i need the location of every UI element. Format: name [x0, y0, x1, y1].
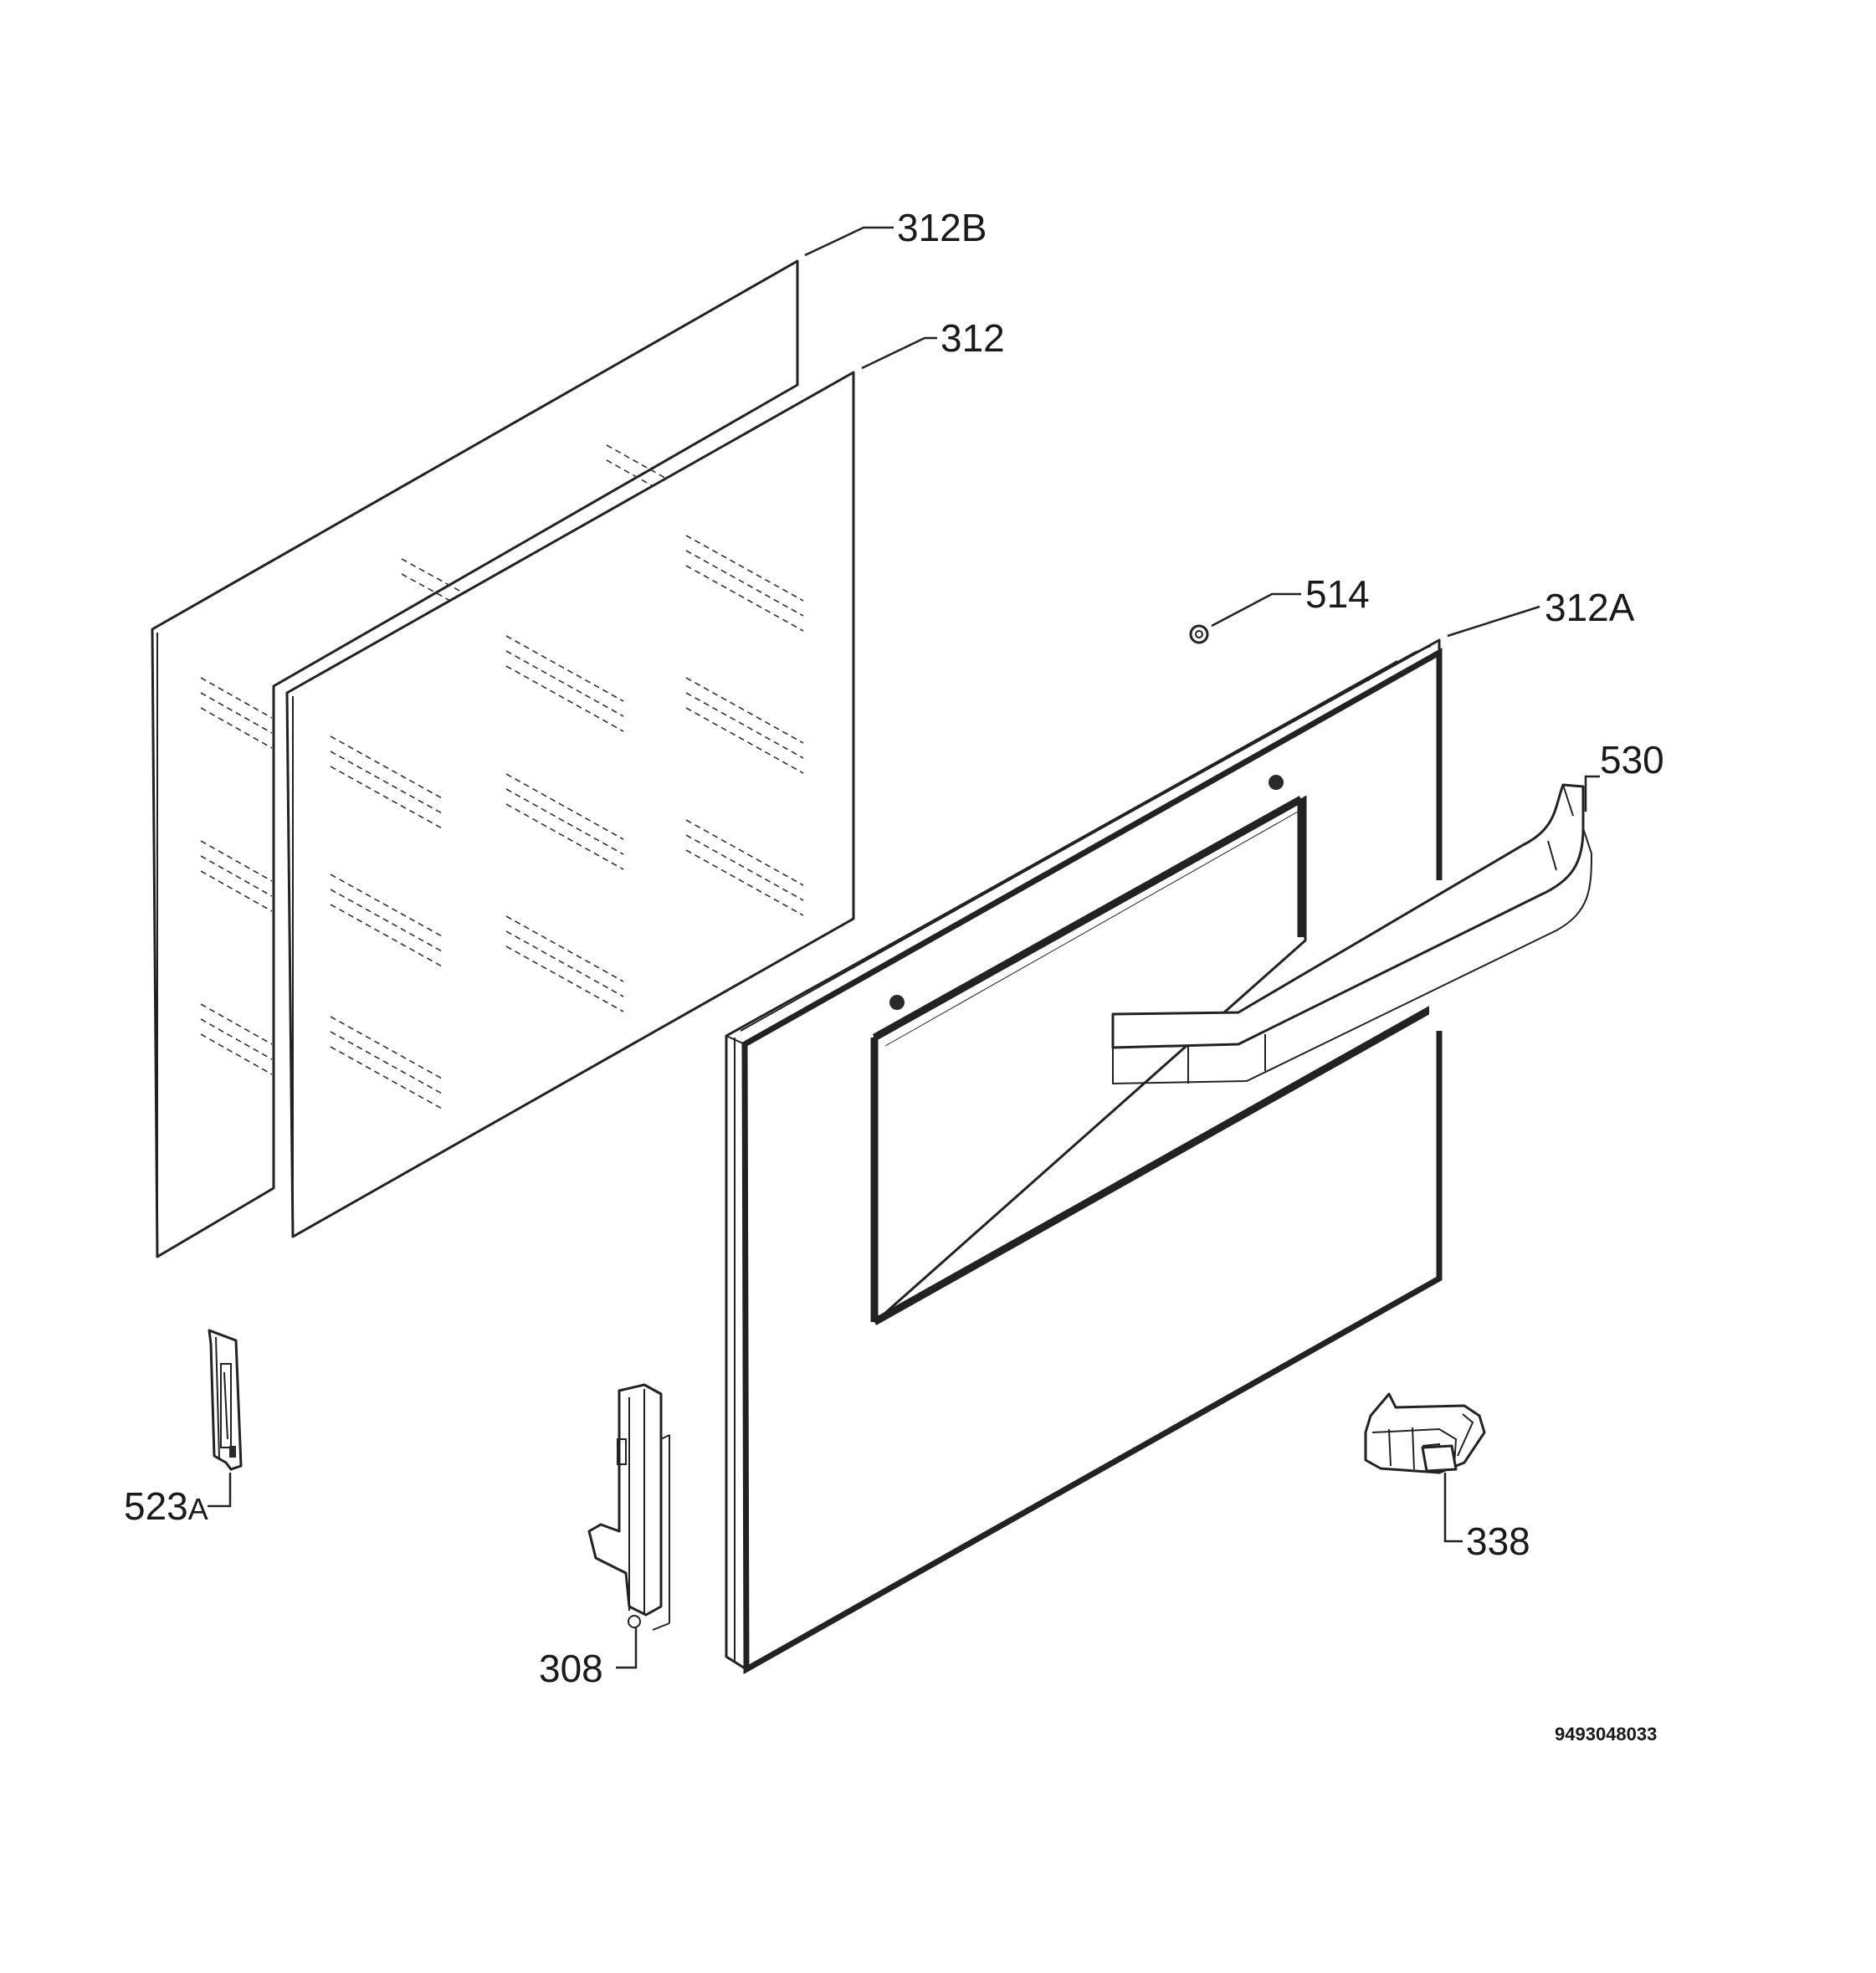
glass-panel-312-hatch	[330, 535, 804, 1110]
label-523A-number: 523	[124, 1484, 188, 1528]
hinge-cover-523A	[208, 1329, 243, 1471]
label-312A: 312A	[1545, 586, 1635, 629]
label-308: 308	[539, 1647, 603, 1690]
leader-lines	[208, 226, 1600, 1669]
label-312B: 312B	[897, 206, 987, 249]
drawing-number: 9493048033	[1555, 1724, 1657, 1745]
part-labels: 312B 312 514 312A 530 523A 308 338 94930…	[124, 206, 1664, 1745]
outer-door-panel-312A	[725, 638, 1446, 1674]
screw-514	[1189, 624, 1209, 644]
glass-panel-312	[285, 371, 855, 1238]
label-338: 338	[1466, 1519, 1530, 1563]
hinge-308	[587, 1383, 670, 1631]
door-latch-338	[1364, 1392, 1486, 1474]
label-523A: 523A	[124, 1484, 208, 1528]
label-312: 312	[941, 316, 1005, 360]
label-514: 514	[1305, 572, 1370, 616]
label-530: 530	[1600, 738, 1664, 782]
label-523A-suffix: A	[188, 1492, 208, 1526]
door-handle-530	[1111, 783, 1593, 1085]
